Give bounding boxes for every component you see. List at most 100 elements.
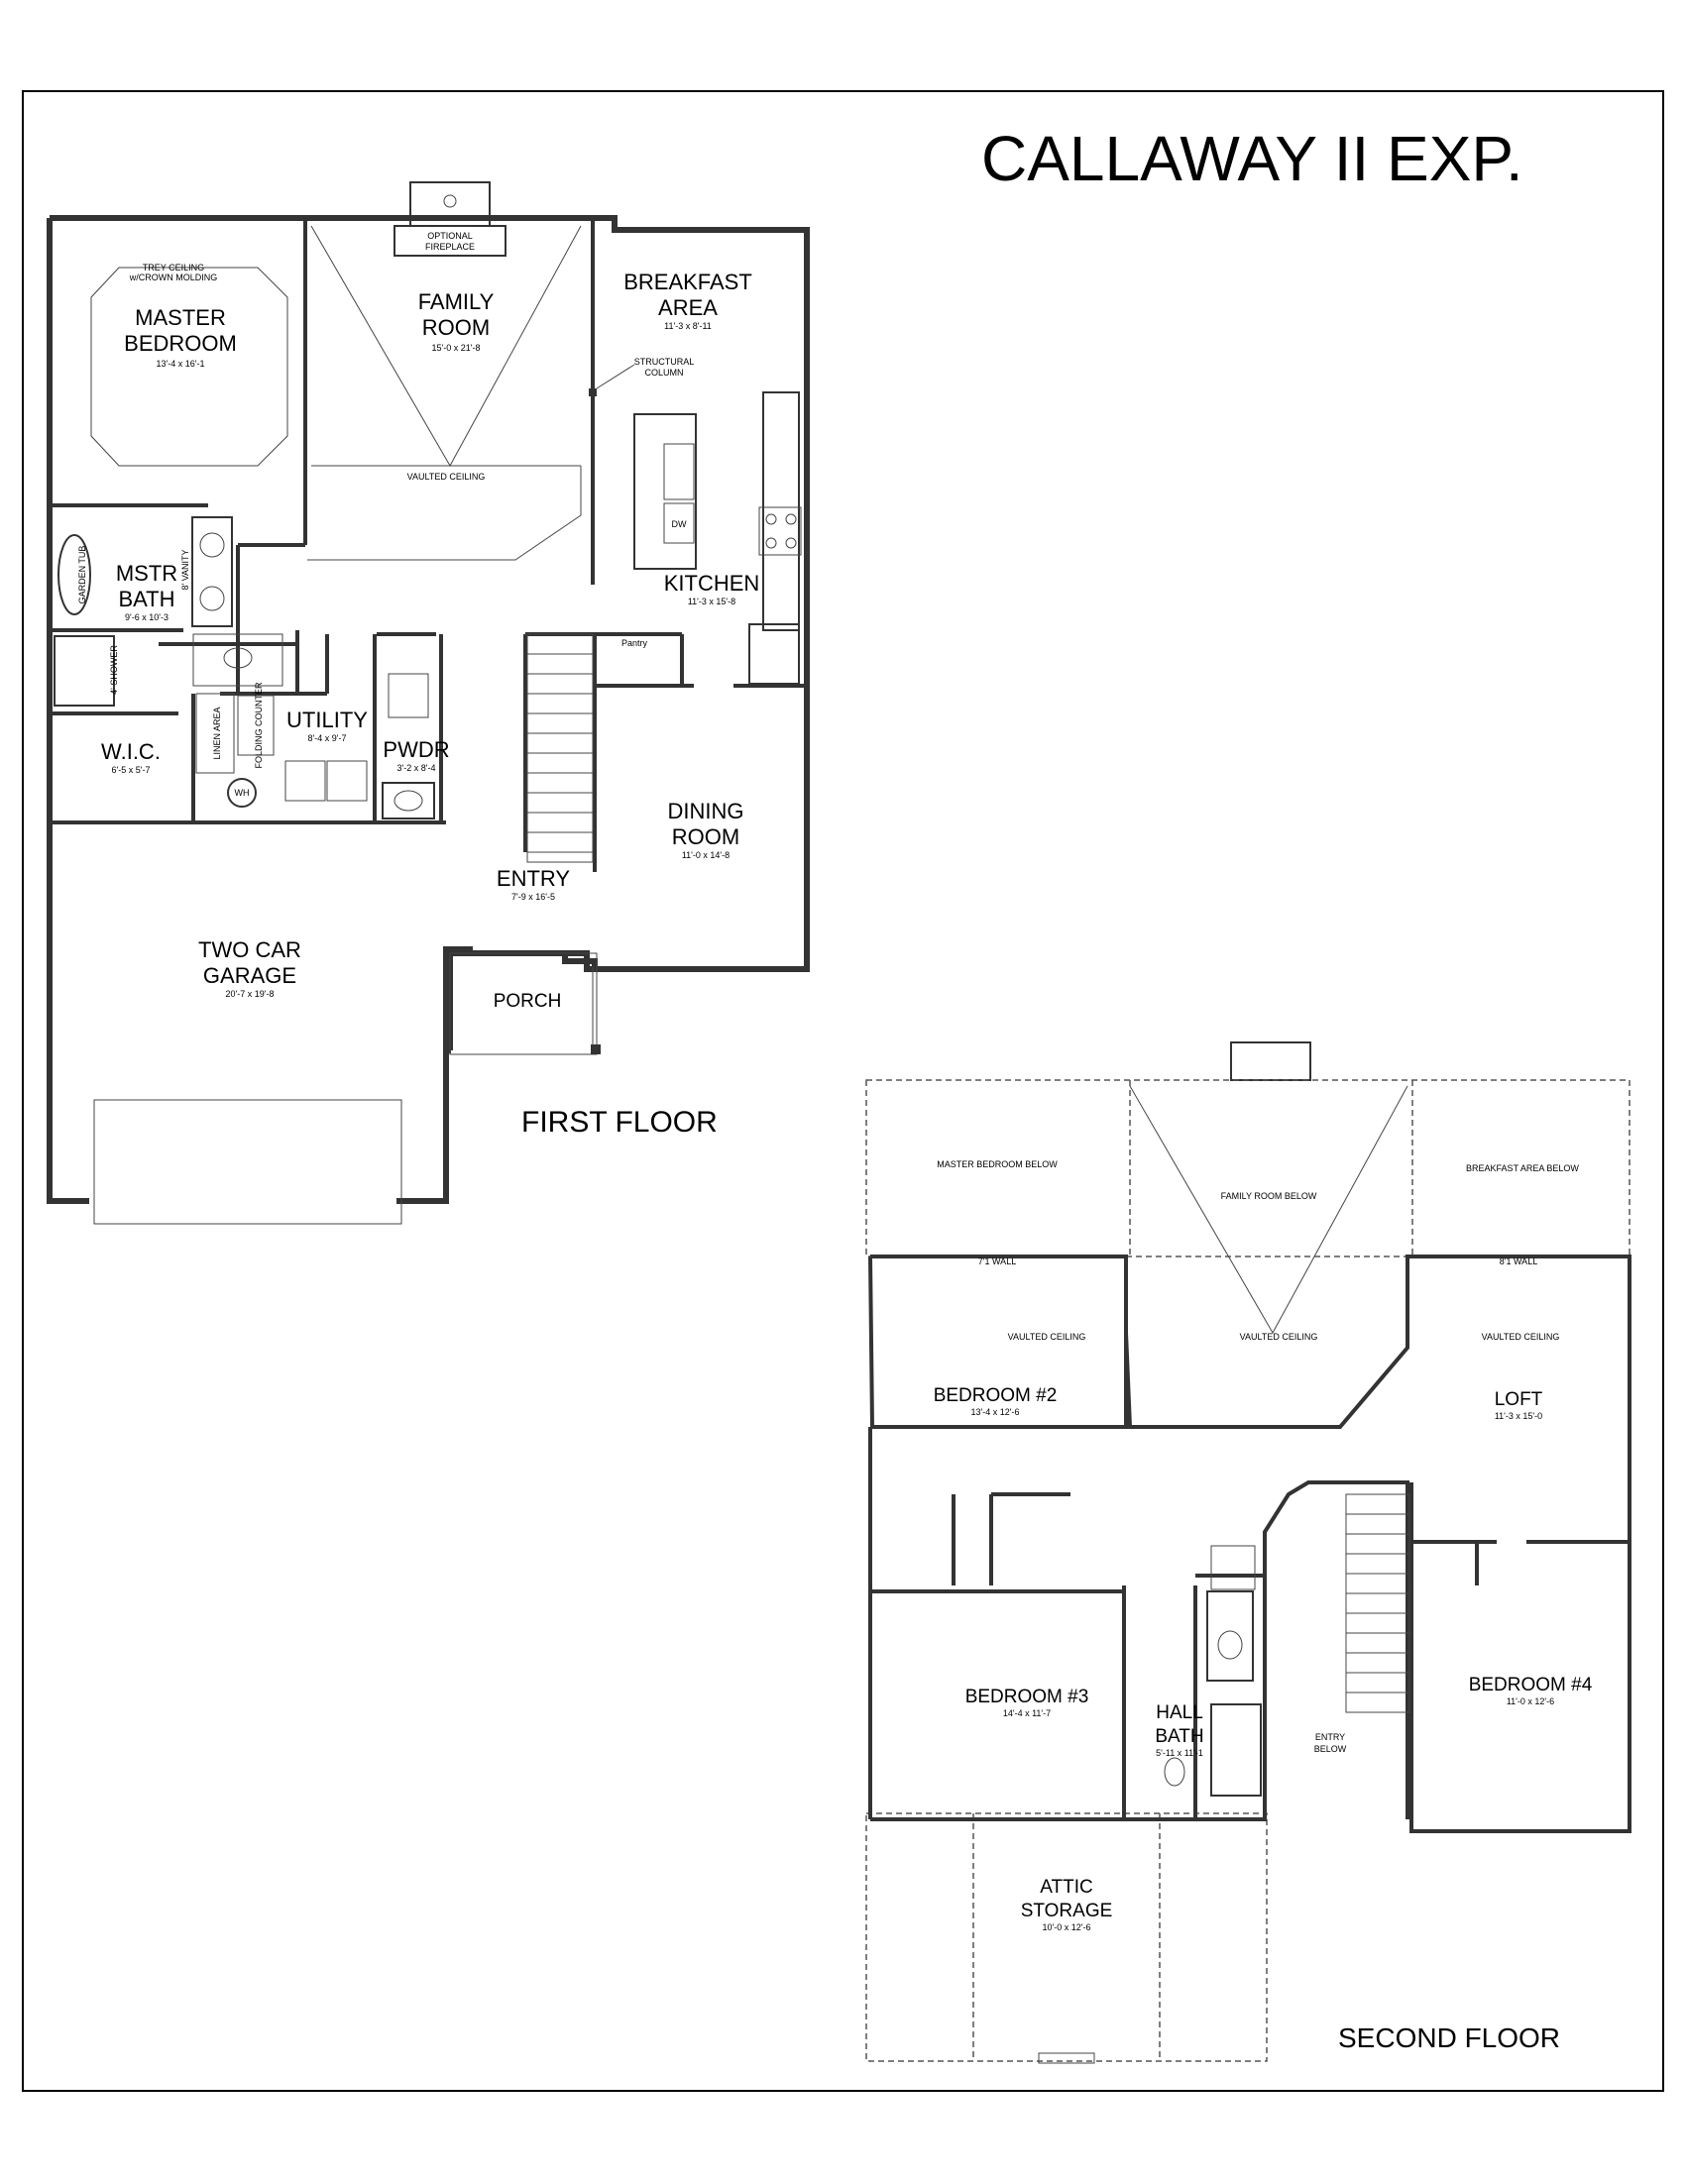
first-floor-plan: DW [47,181,810,1225]
vanity-label: 8' VANITY [180,549,190,590]
garage-dims: 20'-7 x 19'-8 [226,989,275,999]
bedroom4-dims: 11'-0 x 12'-6 [1507,1696,1554,1706]
entry-below-label-1: ENTRY [1315,1732,1345,1742]
optional-fireplace-label-2: FIREPLACE [425,242,475,252]
family-room-name-1: FAMILY [418,289,495,314]
bedroom4-name: BEDROOM #4 [1469,1675,1593,1695]
entry-below-label-2: BELOW [1314,1744,1347,1754]
family-room-below-label: FAMILY ROOM BELOW [1221,1191,1317,1201]
plan-title: CALLAWAY II EXP. [981,123,1523,194]
wh-label: WH [235,788,250,798]
shower-stall [54,635,115,707]
folding-counter-label: FOLDING COUNTER [254,682,264,769]
pwdr-toilet-icon [388,673,429,718]
open-to-below-outline [865,1079,1631,1257]
range-icon [758,506,802,556]
vanity-sink-icon-1 [199,532,225,558]
bedroom2-dims: 13'-4 x 12'-6 [971,1407,1020,1417]
toilet-room [192,633,283,687]
vaulted-ceiling-family: VAULTED CEILING [1240,1332,1318,1342]
vaulted-ceiling-label: VAULTED CEILING [407,472,486,482]
mstr-bath-name-2: BATH [118,587,174,611]
second-floor-plan [865,1041,1631,2064]
dishwasher-icon [663,502,695,544]
master-bedroom-below-label: MASTER BEDROOM BELOW [937,1159,1058,1169]
master-bedroom-dims: 13'-4 x 16'-1 [157,359,205,369]
master-bedroom-name-1: MASTER [135,305,226,330]
mstr-bath-dims: 9'-6 x 10'-3 [125,612,169,622]
bedroom2-name: BEDROOM #2 [934,1385,1058,1406]
dining-room-dims: 11'-0 x 14'-8 [682,850,730,860]
sheet-border [22,90,1664,2092]
second-floor-stairs [1345,1493,1410,1713]
dw-label: DW [672,519,687,529]
porch-front-wall [567,950,807,972]
garden-tub-icon [57,534,91,615]
loft-dims: 11'-3 x 15'-0 [1495,1411,1542,1421]
mstr-bath-name-1: MSTR [116,561,177,586]
trey-ceiling-label-2: w/CROWN MOLDING [129,273,218,282]
entry-name: ENTRY [497,866,570,891]
first-floor-label: FIRST FLOOR [521,1106,718,1139]
attic-storage-dims: 10'-0 x 12'-6 [1043,1922,1091,1932]
porch-label: PORCH [494,991,562,1012]
bedroom3-dims: 14'-4 x 11'-7 [1003,1708,1051,1718]
sink-icon [663,443,695,500]
porch-slab [449,952,598,1055]
attic-outline [865,1812,1268,2062]
kitchen-dims: 11'-3 x 15'-8 [688,597,735,606]
hall-bath-dims: 5'-11 x 11'-1 [1156,1748,1203,1758]
chimney-upper [1230,1041,1311,1081]
pantry-label: Pantry [621,638,648,648]
hall-bath-name-1: HALL [1156,1702,1203,1723]
dining-room-name-2: ROOM [672,824,739,849]
attic-vent [1038,2052,1095,2064]
vaulted-ceiling-lines [307,225,582,561]
second-floor-label: SECOND FLOOR [1338,2022,1560,2053]
structural-column-label-1: STRUCTURAL [634,357,695,367]
fireplace-hearth [394,225,506,257]
second-floor-walls [868,1255,1631,1833]
pwdr-vanity [382,782,435,819]
vanity-counter [191,516,233,627]
linen-closet-upper [1210,1545,1256,1590]
hall-bath-toilet-icon [1164,1757,1185,1787]
folding-counter [237,695,275,756]
garden-tub-label: GARDEN TUB [77,546,87,604]
hall-bath-sink-icon [1217,1630,1243,1660]
trey-ceiling-outline [90,267,288,467]
entry-dims: 7'-9 x 16'-5 [511,892,555,902]
loft-name: LOFT [1495,1389,1543,1410]
garage-right-wall [396,946,473,1204]
master-bedroom-name-2: BEDROOM [124,331,237,356]
dining-room-name-1: DINING [668,799,744,823]
vaulted-ceiling-loft: VAULTED CEILING [1482,1332,1560,1342]
vanity-sink-icon-2 [199,586,225,611]
breakfast-area-name-2: AREA [658,295,718,320]
wic-dims: 6'-5 x 5'-7 [112,765,151,775]
washer-icon [284,760,326,802]
pwdr-dims: 3'-2 x 8'-4 [397,763,436,773]
kitchen-island [633,413,697,570]
utility-name: UTILITY [286,708,368,732]
water-heater-icon [227,778,257,808]
utility-dims: 8'-4 x 9'-7 [308,733,347,743]
family-room-dims: 15'-0 x 21'-8 [432,343,481,353]
breakfast-area-name-1: BREAKFAST [623,270,752,294]
attic-storage-name-2: STORAGE [1021,1901,1113,1921]
optional-fireplace-label-1: OPTIONAL [427,231,473,241]
garage-name-1: TWO CAR [198,937,301,962]
shower-label: 4' SHOWER [109,645,119,695]
pwdr-name: PWDR [383,737,449,762]
refrigerator-space [748,623,800,685]
family-room-name-2: ROOM [422,315,490,340]
attic-storage-name-1: ATTIC [1040,1877,1092,1898]
wall-right-label: 8'1 WALL [1500,1256,1537,1266]
vaulted-ceiling-bed2: VAULTED CEILING [1008,1332,1086,1342]
bedroom3-name: BEDROOM #3 [965,1687,1089,1707]
breakfast-area-dims: 11'-3 x 8'-11 [664,321,712,331]
toilet-icon [223,647,253,669]
kitchen-counter-right [762,391,800,631]
garage-door [93,1099,402,1225]
